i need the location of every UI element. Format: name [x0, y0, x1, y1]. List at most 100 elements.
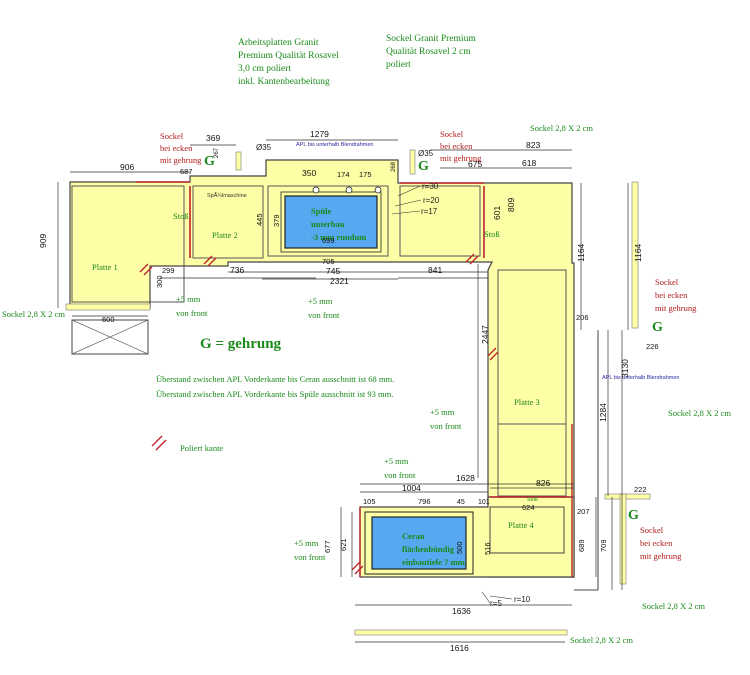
- dim-1616: 1616: [450, 643, 469, 653]
- dim-500: 500: [455, 541, 464, 554]
- dim-1164: 1164: [576, 243, 586, 262]
- ceran-hob: [371, 516, 467, 570]
- spuele-line3: -3 mm rundum: [311, 232, 366, 242]
- dim-705: 705: [322, 257, 335, 266]
- ceran-line1: Ceran: [402, 531, 425, 541]
- radius-10: r=10: [514, 595, 531, 604]
- counter-main: [69, 159, 575, 578]
- sockel-size-right: Sockel 2,8 X 2 cm: [668, 408, 731, 418]
- dim-206: 206: [576, 313, 589, 322]
- sockel-note-4b: bei ecken: [640, 538, 673, 548]
- sockel-size-br: Sockel 2,8 X 2 cm: [642, 601, 705, 611]
- sink: [284, 195, 378, 249]
- dim-736: 736: [230, 265, 244, 275]
- platte3-inner-b: [497, 423, 567, 497]
- box-600-diag2: [71, 319, 149, 355]
- polished-edge-marks: [139, 253, 499, 575]
- dim-300: 300: [155, 275, 164, 288]
- dim-796: 796: [418, 497, 431, 506]
- dim-601: 601: [492, 206, 502, 220]
- dim-2447: 2447: [480, 325, 490, 344]
- dim-1636: 1636: [452, 606, 471, 616]
- sockel-note-4c: mit gehrung: [640, 551, 682, 561]
- sink-outline: [280, 191, 382, 253]
- platte2-label: Platte 2: [212, 230, 238, 240]
- radius-30: r=30: [422, 182, 439, 191]
- sockel-note-2a: Sockel: [440, 129, 464, 139]
- platte1-frame: [71, 185, 185, 303]
- header-worktops: Arbeitsplatten Granit Premium Qualität R…: [238, 38, 339, 87]
- dim-823: 823: [526, 140, 540, 150]
- platte2-frame: [192, 185, 264, 259]
- plus5-d-1: +5 mm: [384, 456, 409, 466]
- header-sockel: Sockel Granit Premium Qualität Rosavel 2…: [386, 34, 476, 70]
- dim-687: 687: [180, 167, 193, 176]
- dim-175: 175: [359, 170, 372, 179]
- block-right: [399, 185, 481, 257]
- plus5-a-1: +5 mm: [176, 294, 201, 304]
- dim-174: 174: [337, 170, 350, 179]
- dim-1284: 1284: [598, 403, 608, 422]
- plus5-b-2: von front: [308, 310, 340, 320]
- g-markers: G G G G: [204, 154, 663, 523]
- ceran-line3: einbautiefe 7 mm: [402, 557, 465, 567]
- sink-labels: Spüle unterbau -3 mm rundum Ceran fläche…: [311, 206, 465, 567]
- dim-624: 624: [522, 503, 535, 512]
- dim-2321: 2321: [330, 276, 349, 286]
- dim-1004: 1004: [402, 483, 421, 493]
- dim-745: 745: [326, 266, 340, 276]
- dim-618: 618: [522, 158, 536, 168]
- sockel-note-3c: mit gehrung: [655, 303, 697, 313]
- radius-leaders: [391, 185, 513, 604]
- counter-platte4: [489, 506, 565, 554]
- sockel-note-4a: Sockel: [640, 525, 664, 535]
- ceran-line2: flächenbündig: [402, 544, 455, 554]
- dim-226: 226: [646, 342, 659, 351]
- spuelmaschine-label: SpÃ¼lmaschine: [207, 192, 247, 199]
- spuele-line1: Spüle: [311, 206, 332, 216]
- box-600: [71, 319, 149, 355]
- countertop-slabs: [65, 149, 651, 636]
- sockel-note-1b: bei ecken: [160, 143, 193, 153]
- plus5-b-1: +5 mm: [308, 296, 333, 306]
- dim-516: 516: [483, 542, 492, 555]
- header-arbeitsplatten-line2: Premium Qualität Rosavel: [238, 51, 339, 61]
- dim-105: 105: [363, 497, 376, 506]
- dim-222: 222: [634, 485, 647, 494]
- plus5-c-2: von front: [430, 421, 462, 431]
- dim-909: 909: [38, 234, 48, 248]
- sockel-note-3b: bei ecken: [655, 290, 688, 300]
- header-sockel-line2: Qualität Rosavel 2 cm: [386, 47, 471, 57]
- sockel-strip-br2: [619, 493, 627, 585]
- stoss-label-1: Stoß: [173, 211, 189, 221]
- diameter-35-b: Ø35: [418, 149, 434, 158]
- sockel-strip-right: [631, 181, 639, 329]
- plus5-e-2: von front: [294, 552, 326, 562]
- sockel-size-left: Sockel 2,8 X 2 cm: [2, 309, 65, 319]
- sockel-note-1a: Sockel: [160, 131, 184, 141]
- radius-labels: r=30 r=20 r=17 r=10 r=5 Ø35 Ø35: [256, 143, 531, 608]
- dim-3130: 3130: [620, 359, 630, 378]
- dim-841: 841: [428, 265, 442, 275]
- g-gehrung-legend: G = gehrung: [200, 336, 282, 352]
- sockel-size-top: Sockel 2,8 X 2 cm: [530, 123, 593, 133]
- platte1-label: Platte 1: [92, 262, 118, 272]
- platte3-label: Platte 3: [514, 397, 540, 407]
- stoss-label-2: Stoß: [484, 229, 500, 239]
- sockel-notes: Sockel bei ecken mit gehrung Sockel bei …: [160, 129, 697, 561]
- dim-809: 809: [506, 198, 516, 212]
- dim-621: 621: [339, 538, 348, 551]
- dimension-lines: [57, 139, 629, 643]
- header-arbeitsplatten-line3: 3,0 cm poliert: [238, 64, 291, 74]
- plus5-e-1: +5 mm: [294, 538, 319, 548]
- radius-5: r=5: [490, 599, 502, 608]
- sockel-size-bottom: Sockel 2,8 X 2 cm: [570, 635, 633, 645]
- sockel-note-2b: bei ecken: [440, 141, 473, 151]
- ceran-outline: [364, 511, 474, 575]
- plus5-c-1: +5 mm: [430, 407, 455, 417]
- g-marker-1: G: [204, 154, 215, 169]
- g-marker-4: G: [628, 508, 639, 523]
- sockel-strip-br: [604, 493, 651, 500]
- radius-20: r=20: [423, 196, 440, 205]
